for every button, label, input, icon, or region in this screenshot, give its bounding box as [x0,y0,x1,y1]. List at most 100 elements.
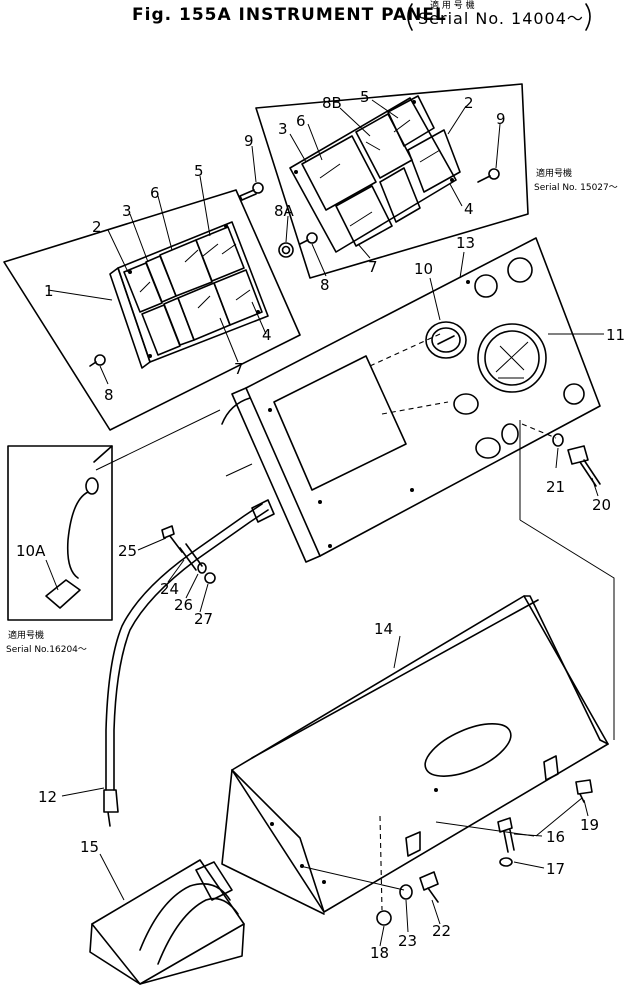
left-gauge-2 [123,262,163,313]
title-serial-prefix: 適 用 号 機 [430,0,475,11]
callout-12: 12 [38,788,57,806]
right-screw-9 [477,168,500,183]
callout-10A: 10A [16,542,46,560]
inset-10a [7,445,113,621]
instrument-panel [221,237,601,563]
callout-10: 10 [414,260,433,278]
left-cluster-side [109,267,151,369]
callout-16: 16 [546,828,565,846]
right-gauge-c [379,167,421,223]
callout-22: 22 [432,922,451,940]
right-gauge-6 [301,135,377,211]
callout-27: 27 [194,610,213,628]
pedal-15 [89,859,245,985]
panel-tab [221,397,251,425]
pedal-groove-1 [139,883,231,951]
left-gauge-5 [195,226,245,282]
callout-8-left: 8 [104,386,114,404]
right-screw-8 [299,232,318,245]
gauge-11-face [495,341,529,379]
cover-hole-3 [322,880,326,884]
callout-17: 17 [546,860,565,878]
panel-hole-5 [268,408,272,412]
callout-3-left: 3 [122,202,132,220]
washer-26 [197,562,207,574]
fastener-leaders [555,447,599,497]
washer-21 [552,433,564,447]
washer-23 [399,884,413,900]
callout-7-left: 7 [234,360,244,378]
note-lower-left-serial: Serial No.16204～ [6,645,87,655]
title-serial-bracket-left [407,3,413,31]
callout-7-right: 7 [368,258,378,276]
left-leader-lines [47,145,267,385]
panel-hole-2 [318,500,322,504]
cable-end-fitting [251,499,275,523]
panel-hole-4 [328,544,332,548]
callout-9-left: 9 [244,132,254,150]
lower-link-lines [299,797,583,891]
right-lamp-8a [278,242,294,258]
cable-outer-1 [105,503,263,791]
speedometer-cable-12 [103,499,275,827]
right-gauge-group-frame [255,83,529,279]
callout-1: 1 [44,282,54,300]
note-upper-right-serial: Serial No. 15027～ [534,183,618,193]
right-cluster-screw-1 [412,100,416,104]
cover-hole-1 [270,822,274,826]
left-gauge-3 [145,255,177,303]
cover-back-edge [523,595,609,745]
right-gauge-cluster [289,95,461,253]
panel-hole-1 [466,280,470,284]
callout-23: 23 [398,932,417,950]
left-screw-9 [239,182,264,201]
callout-26: 26 [174,596,193,614]
lamp-4 [475,437,501,459]
panel-edge [231,387,321,563]
right-gauge-2 [407,129,461,193]
callout-2-right: 2 [464,94,474,112]
callout-14: 14 [374,620,393,638]
callout-8A: 8A [274,202,295,220]
panel-alignment-dashes [369,333,449,415]
left-gauge-group-frame [3,189,301,431]
gauge-10-inner [431,327,461,353]
callout-25: 25 [118,542,137,560]
pedal-base [89,923,245,985]
lamp-1 [474,274,498,298]
pedal-clip [195,861,233,901]
inset-10a-link [93,445,113,463]
left-gauge-cluster [109,221,269,369]
cover-opening [424,723,512,777]
sensor-wire [66,491,89,579]
note-upper-right-prefix: 適用号機 [536,167,572,179]
panel-hole-3 [410,488,414,492]
callout-4-left: 4 [262,326,272,344]
panel-leader-lines [429,251,604,335]
nut-18-dash [379,815,383,911]
right-cluster-screw-2 [450,178,454,182]
callout-11: 11 [606,326,625,344]
nut-18 [376,910,392,926]
left-gauge-b [163,297,195,346]
washer-17 [499,857,513,867]
bolt-19 [575,779,593,803]
callout-13: 13 [456,234,475,252]
cover-14 [221,595,609,915]
cover-inner-fold [231,769,325,913]
left-cluster-screw-3 [148,354,152,358]
cover-front-side [221,769,325,915]
callout-18: 18 [370,944,389,962]
left-screw-8 [89,354,106,367]
cover-rim [251,599,539,759]
cable-leaders [61,537,209,797]
left-cluster-screw-1 [128,270,132,274]
right-gauge-needles [319,119,441,227]
callout-5-left: 5 [194,162,204,180]
inset-10a-leader [45,559,59,591]
panel-to-tray-lines [519,420,615,740]
left-gauge-a [141,304,181,356]
sensor-connector [45,579,81,609]
bolt-20 [567,445,601,487]
nut-27 [204,572,216,584]
